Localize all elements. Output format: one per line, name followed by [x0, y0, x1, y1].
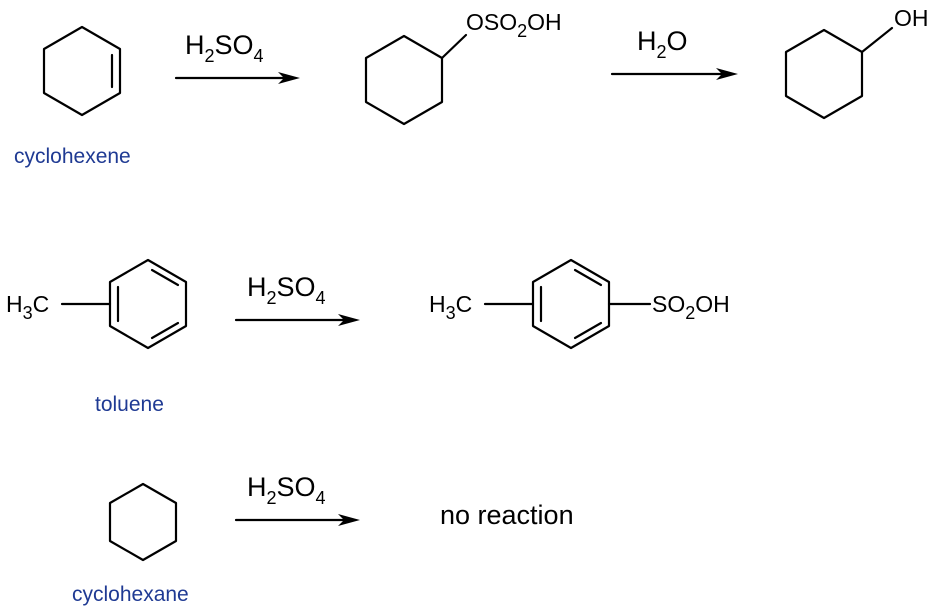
reagent-sulfuric-acid: H2SO4	[185, 30, 264, 66]
reaction-arrow	[234, 514, 360, 526]
methyl-group: H3C	[6, 291, 49, 323]
reaction1	[42, 25, 894, 126]
reagent-sulfuric-acid: H2SO4	[247, 472, 326, 508]
toluenesulfonic-acid-structure	[483, 258, 652, 350]
hydroxyl-group: OH	[894, 5, 929, 31]
reagent-sulfuric-acid: H2SO4	[247, 272, 326, 308]
cyclohexene-structure	[42, 25, 122, 117]
cyclohexene-label: cyclohexene	[14, 145, 131, 168]
reagent-water: H2O	[637, 26, 688, 62]
toluene-label: toluene	[95, 393, 164, 416]
hydrogen-sulfate-group: OSO2OH	[466, 9, 562, 41]
reaction-arrow	[174, 72, 300, 84]
cyclohexane-label: cyclohexane	[72, 583, 189, 606]
product-methyl-group: H3C	[429, 291, 472, 323]
no-reaction-text: no reaction	[440, 500, 574, 530]
cyclohexanol-structure	[784, 26, 894, 120]
reaction-arrow	[610, 68, 738, 80]
reaction2	[60, 258, 652, 350]
cyclohexane-structure	[108, 482, 178, 562]
toluene-structure	[60, 258, 188, 350]
sulfonic-acid-group: SO2OH	[652, 291, 730, 323]
reaction-arrow	[234, 314, 360, 326]
cyclohexyl-hydrogen-sulfate-structure	[364, 33, 468, 126]
reaction3	[108, 482, 360, 562]
